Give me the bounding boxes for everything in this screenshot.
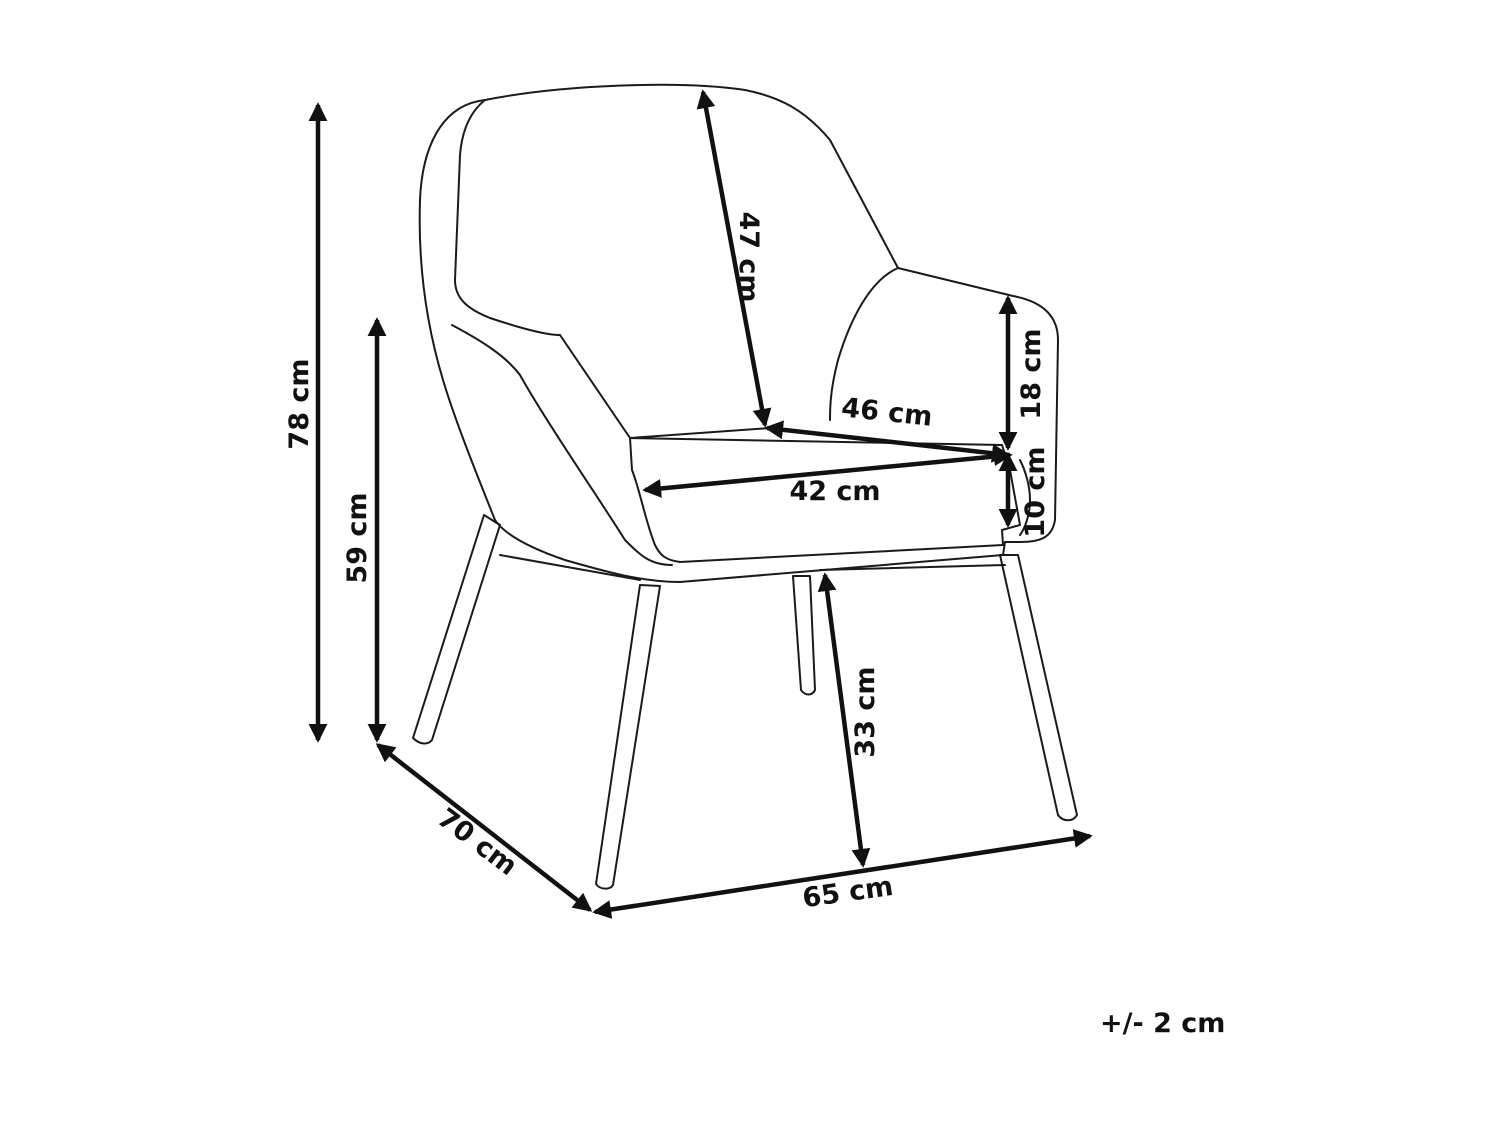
dim-seat-height-arrow (817, 572, 871, 868)
chair-back-inner-left (454, 99, 561, 336)
label-seat-thickness: 10 cm (1020, 446, 1051, 537)
dim-width-arrow (592, 829, 1093, 919)
label-seat-height: 33 cm (850, 666, 881, 757)
label-seat-width: 46 cm (840, 392, 934, 432)
tolerance-note: +/- 2 cm (1100, 1008, 1226, 1039)
chair-inner-arm-right (829, 267, 899, 421)
chair-outline (412, 83, 1078, 890)
dim-backrest-height-arrow (696, 89, 772, 428)
label-armrest-above-seat: 18 cm (1016, 328, 1047, 419)
chair-arm-front-right (1019, 459, 1031, 536)
chair-leg-front-right (999, 554, 1078, 822)
chair-back-shell (418, 83, 1059, 583)
label-armrest-height: 59 cm (342, 492, 373, 583)
chair-seat-cushion (629, 437, 1021, 563)
label-depth: 70 cm (431, 802, 522, 882)
chair-frame-rail (499, 554, 1006, 581)
dimension-arrows (308, 89, 1093, 919)
chair-leg-back-left (412, 514, 501, 745)
dimension-labels: 78 cm 59 cm 70 cm 65 cm 47 cm 46 cm 42 c… (284, 211, 1051, 914)
chair-inner-arm-left (451, 324, 673, 566)
label-backrest-height: 47 cm (733, 211, 764, 302)
dim-depth-arrow (375, 743, 593, 912)
label-total-height: 78 cm (284, 358, 315, 449)
chair-leg-back-right (792, 575, 816, 696)
dim-seat-depth-arrow (642, 447, 1013, 498)
chair-leg-front-left (595, 584, 661, 890)
label-seat-depth: 42 cm (789, 476, 880, 507)
chair-back-inner-right (559, 334, 771, 439)
